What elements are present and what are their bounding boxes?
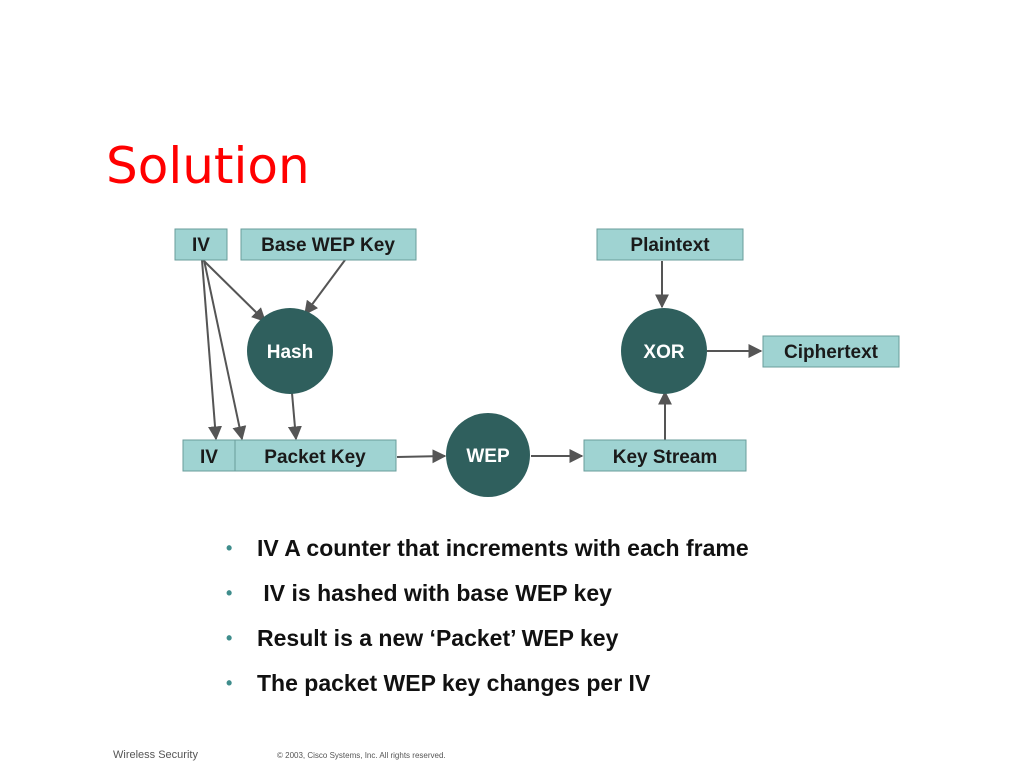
box-iv-bottom-label: IV xyxy=(200,447,218,468)
footer-course-label: Wireless Security xyxy=(113,749,198,761)
box-plaintext-label: Plaintext xyxy=(630,235,710,256)
node-hash: Hash xyxy=(247,308,333,394)
bullet-item: • IV is hashed with base WEP key xyxy=(226,575,749,620)
box-iv-top: IV xyxy=(174,228,228,261)
bullet-item: • The packet WEP key changes per IV xyxy=(226,665,749,710)
edge-iv-to-iv-bottom xyxy=(201,259,222,441)
bullet-text: The packet WEP key changes per IV xyxy=(257,670,651,696)
bullet-dot-icon: • xyxy=(226,538,233,558)
node-xor-label: XOR xyxy=(643,342,684,363)
node-wep-label: WEP xyxy=(466,446,510,467)
box-plaintext: Plaintext xyxy=(596,228,744,261)
edge-packet-key-to-wep xyxy=(396,449,447,464)
edge-basekey-to-hash xyxy=(304,259,346,316)
box-iv-bottom: IV xyxy=(182,439,236,472)
box-ciphertext: Ciphertext xyxy=(762,335,900,368)
box-ciphertext-label: Ciphertext xyxy=(784,342,879,363)
box-key-stream: Key Stream xyxy=(583,439,747,472)
box-base-wep-key: Base WEP Key xyxy=(240,228,417,261)
node-hash-label: Hash xyxy=(267,342,313,363)
edge-hash-to-packet-key xyxy=(287,392,302,441)
bullet-list: • IV A counter that increments with each … xyxy=(226,530,749,710)
edge-iv-to-hash xyxy=(202,259,266,322)
box-packet-key: Packet Key xyxy=(234,439,397,472)
slide-title: Solution xyxy=(106,137,310,195)
bullet-text: Result is a new ‘Packet’ WEP key xyxy=(257,625,619,651)
box-iv-top-label: IV xyxy=(192,235,210,256)
wep-diagram: IV Base WEP Key Plaintext Ciphertext IV … xyxy=(174,228,900,497)
node-xor: XOR xyxy=(621,308,707,394)
bullet-item: • Result is a new ‘Packet’ WEP key xyxy=(226,620,749,665)
footer-copyright: © 2003, Cisco Systems, Inc. All rights r… xyxy=(277,751,446,760)
bullet-text: IV is hashed with base WEP key xyxy=(257,580,612,606)
bullet-dot-icon: • xyxy=(226,628,233,648)
edge-iv-to-packet-key xyxy=(203,259,247,441)
box-key-stream-label: Key Stream xyxy=(613,447,718,468)
bullet-item: • IV A counter that increments with each … xyxy=(226,530,749,575)
bullet-text: IV A counter that increments with each f… xyxy=(257,535,749,561)
box-packet-key-label: Packet Key xyxy=(264,447,366,468)
bullet-dot-icon: • xyxy=(226,583,233,603)
box-base-wep-key-label: Base WEP Key xyxy=(261,235,395,256)
node-wep: WEP xyxy=(446,413,530,497)
bullet-dot-icon: • xyxy=(226,673,233,693)
